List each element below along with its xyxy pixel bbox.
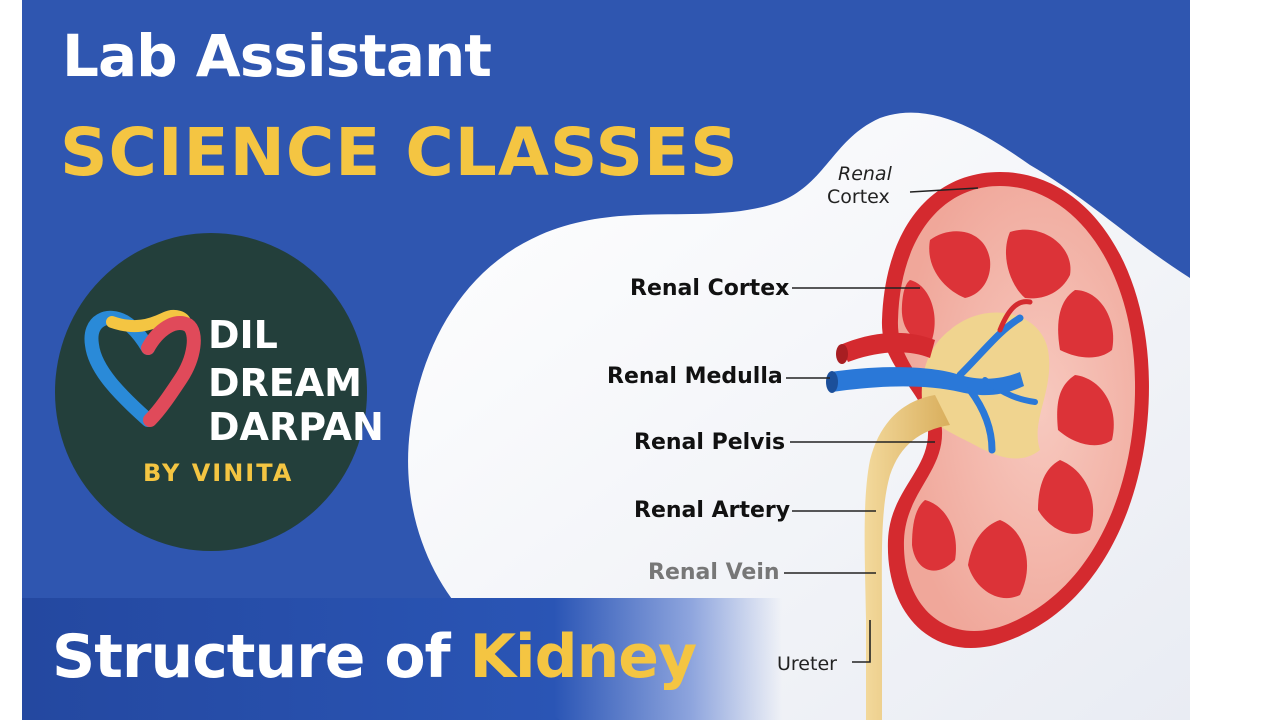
logo-line-1: DIL: [208, 313, 278, 357]
artery-branch-upper: [997, 299, 1033, 333]
label-renal-medulla: Renal Medulla: [607, 364, 783, 389]
vein-branch-lower: [966, 386, 996, 454]
logo-badge: [55, 233, 367, 551]
ureter-tube: [864, 395, 950, 720]
pyramid-4: [1057, 375, 1114, 446]
pyramid-8: [901, 280, 935, 341]
label-renal-artery: Renal Artery: [634, 498, 791, 523]
header-subtitle: SCIENCE CLASSES: [60, 114, 739, 191]
pyramid-5: [1038, 460, 1094, 534]
logo-byline: BY VINITA: [143, 459, 294, 487]
label-top-cortex-line2: Cortex: [827, 186, 890, 208]
leader-ureter: [852, 620, 871, 663]
pyramid-2: [1005, 229, 1071, 299]
label-renal-cortex: Renal Cortex: [630, 276, 790, 301]
pyramid-1: [929, 231, 991, 298]
medullary-pyramids: [901, 229, 1114, 599]
leader-top-cortex: [909, 187, 979, 193]
label-renal-vein: Renal Vein: [648, 560, 780, 585]
pyramid-7: [912, 500, 956, 571]
footer-title-prefix: Structure of: [52, 622, 451, 692]
renal-artery-vessel: [840, 332, 935, 362]
label-renal-pelvis: Renal Pelvis: [634, 430, 786, 455]
vein-branch-upper: [956, 314, 1024, 379]
label-ureter: Ureter: [777, 653, 837, 675]
heart-red-stroke: [141, 316, 201, 427]
label-top-cortex-line1: Renal: [838, 163, 892, 185]
leader-lines: [784, 187, 979, 663]
renal-vein-vessel: [830, 367, 1024, 396]
vein-branch-mid: [982, 377, 1038, 405]
logo-line-3: DARPAN: [208, 405, 384, 449]
pyramid-3: [1058, 290, 1114, 358]
right-margin: [1190, 0, 1280, 720]
left-margin: [0, 0, 22, 720]
header-title: Lab Assistant: [62, 22, 492, 90]
vein-opening: [826, 371, 838, 393]
logo-line-2: DREAM: [208, 361, 362, 405]
footer-band: [22, 598, 782, 720]
footer-title-keyword: Kidney: [469, 622, 698, 692]
pyramid-6: [968, 520, 1028, 599]
footer-title: Structure of Kidney: [52, 622, 698, 692]
artery-opening: [836, 344, 848, 364]
